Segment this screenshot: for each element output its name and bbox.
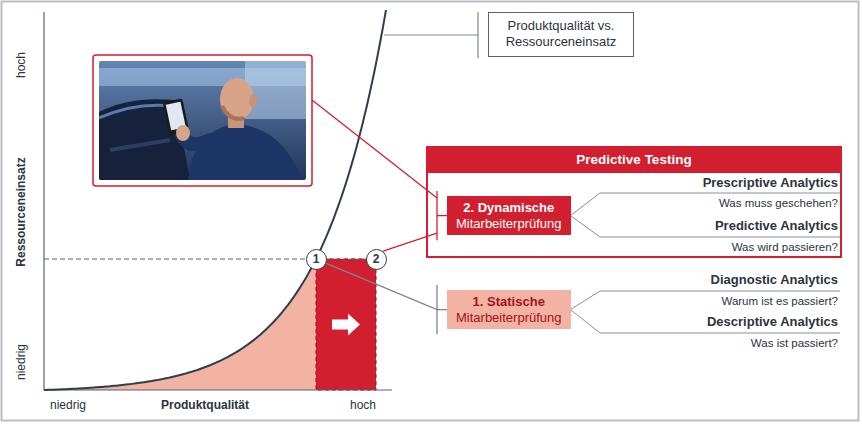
process-box: 2. DynamischeMitarbeiterprüfung [447, 196, 571, 235]
fan-line [571, 310, 841, 333]
node-text: Mitarbeiterprüfung [456, 310, 562, 326]
analytics-question: Was muss geschehen? [719, 197, 838, 210]
axis-label: hoch [350, 399, 376, 413]
axis-title: Produktqualität [161, 399, 249, 413]
analytics-question: Was ist passiert? [751, 337, 838, 350]
photo [93, 55, 312, 186]
leader-line [383, 233, 437, 251]
leader-line [384, 34, 478, 35]
bracket-tick [437, 215, 447, 216]
photo-image [99, 61, 306, 180]
fan-line [571, 291, 841, 310]
arrow-symbol [332, 314, 360, 336]
bracket [477, 12, 478, 58]
analytics-question: Warum ist es passiert? [721, 295, 838, 308]
fan-line [571, 216, 841, 237]
analytics-question: Was wird passieren? [732, 241, 838, 254]
leader-line [312, 100, 437, 198]
y-axis [43, 12, 44, 390]
axis-label: hoch [15, 52, 29, 78]
info-box: Produktqualität vs. Ressourceneinsatz [488, 12, 634, 57]
panel-heading: Predictive Testing [428, 148, 840, 173]
curve [44, 10, 386, 390]
x-axis [44, 389, 392, 390]
photo-frame [93, 55, 312, 186]
fan-lines [312, 100, 840, 334]
connector [326, 263, 447, 310]
node-text: 1 [307, 250, 326, 268]
process-box: 1. StatischeMitarbeiterprüfung [447, 290, 571, 329]
node-text: Mitarbeiterprüfung [456, 216, 562, 232]
node-text: 2. Dynamische [456, 200, 562, 216]
fan-line [571, 193, 841, 216]
axis-label: niedrig [15, 344, 29, 380]
callout-number: 1 [306, 249, 327, 270]
dashed-line [44, 258, 305, 259]
area-fill [44, 259, 316, 390]
dashed-line [327, 258, 365, 259]
axis-label: niedrig [50, 399, 86, 413]
analytics-title: Predictive Analytics [715, 219, 838, 234]
axis-title: Ressourceneinsatz [15, 157, 29, 266]
node-text: Produktqualität vs. Ressourceneinsatz [497, 18, 625, 51]
gain-area [316, 259, 376, 390]
node-text: 1. Statische [456, 294, 562, 310]
analytics-title: Diagnostic Analytics [711, 273, 838, 288]
callout-number: 2 [366, 249, 387, 270]
analytics-title: Prescriptive Analytics [703, 176, 838, 191]
analytics-title: Descriptive Analytics [707, 315, 838, 330]
node-text: 2 [367, 250, 386, 268]
